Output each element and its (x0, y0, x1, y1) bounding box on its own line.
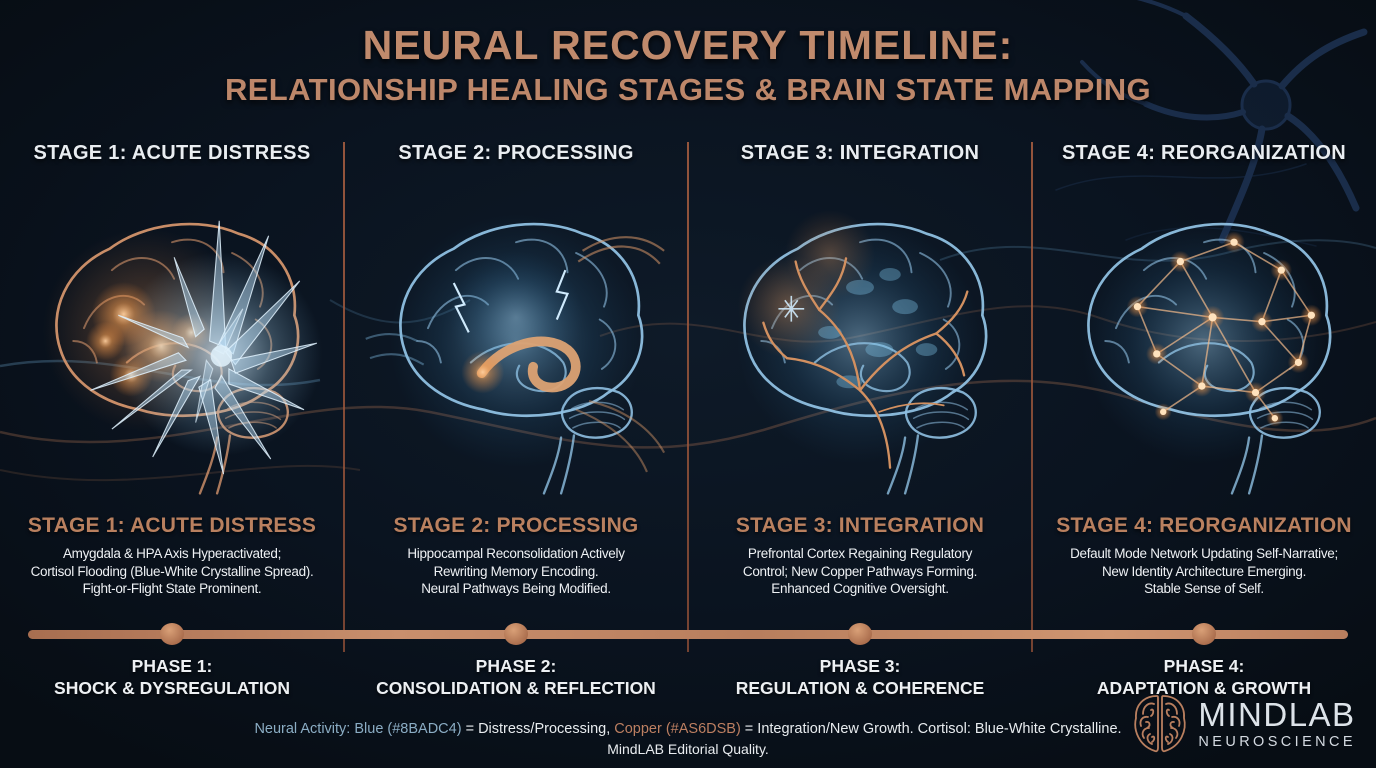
stage-4-desc-line-3: Stable Sense of Self. (1144, 581, 1264, 597)
brain-illustrations-row (0, 174, 1376, 508)
column-divider-1 (343, 142, 345, 652)
timeline-dot-phase-4 (1192, 623, 1216, 645)
stage-3-title: STAGE 3: INTEGRATION (735, 514, 985, 537)
stage-3-desc-line-2: Control; New Copper Pathways Forming. (742, 563, 978, 579)
phase-1-label: PHASE 1: SHOCK & DYSREGULATION (0, 655, 344, 700)
legend-footer: Neural Activity: Blue (#8BADC4) = Distre… (0, 721, 1376, 757)
stage-4-header: STAGE 4: REORGANIZATION (1062, 142, 1346, 164)
phase-4-line-2: ADAPTATION & GROWTH (1096, 678, 1312, 699)
timeline-dot-phase-3 (848, 623, 872, 645)
stage-4-desc-line-1: Default Mode Network Updating Self-Narra… (1070, 546, 1338, 561)
stage-2-desc-line-3: Neural Pathways Being Modified. (421, 581, 611, 597)
logo-brand-name: MINDLAB (1198, 696, 1356, 733)
stage-2-header: STAGE 2: PROCESSING (398, 142, 634, 164)
title-line-2: RELATIONSHIP HEALING STAGES & BRAIN STAT… (224, 72, 1152, 107)
legend-mid-2: = Integration/New Growth. Cortisol: Blue… (740, 721, 1122, 737)
phase-2-label: PHASE 2: CONSOLIDATION & REFLECTION (344, 655, 688, 700)
brain-icon (1131, 692, 1189, 756)
stage-4-title: STAGE 4: REORGANIZATION (1056, 514, 1352, 537)
brain-illustration-stage-4 (1032, 174, 1376, 508)
brain-illustration-stage-1 (0, 174, 344, 508)
phase-3-line-1: PHASE 3: (819, 656, 901, 676)
brain-illustration-stage-2 (344, 174, 688, 508)
poster-title: NEURAL RECOVERY TIMELINE: RELATIONSHIP H… (0, 22, 1376, 108)
legend-copper-segment: Copper (#AS6DSB) (614, 721, 741, 737)
stage-1-description-block: STAGE 1: ACUTE DISTRESS Amygdala & HPA A… (0, 514, 344, 598)
column-divider-2 (687, 142, 689, 652)
stage-3-desc-line-1: Prefrontal Cortex Regaining Regulatory (747, 546, 973, 561)
timeline-bar (28, 630, 1348, 639)
stage-3-description-block: STAGE 3: INTEGRATION Prefrontal Cortex R… (688, 514, 1032, 598)
phase-2-line-2: CONSOLIDATION & REFLECTION (376, 678, 656, 699)
stage-2-description-block: STAGE 2: PROCESSING Hippocampal Reconsol… (344, 514, 688, 598)
legend-line-1: Neural Activity: Blue (#8BADC4) = Distre… (0, 721, 1376, 737)
phase-1-line-2: SHOCK & DYSREGULATION (54, 678, 290, 699)
stage-1-title: STAGE 1: ACUTE DISTRESS (27, 514, 317, 537)
phase-1-line-1: PHASE 1: (131, 656, 213, 676)
mindlab-logo: MINDLAB NEUROSCIENCE (1131, 692, 1356, 756)
stage-1-header: STAGE 1: ACUTE DISTRESS (33, 142, 311, 164)
stage-4-desc-line-2: New Identity Architecture Emerging. (1101, 563, 1307, 579)
stage-headers-row: STAGE 1: ACUTE DISTRESS STAGE 2: PROCESS… (0, 142, 1376, 165)
stage-1-desc-line-1: Amygdala & HPA Axis Hyperactivated; (62, 546, 282, 561)
phase-4-label: PHASE 4: ADAPTATION & GROWTH (1032, 655, 1376, 700)
stage-1-desc-line-3: Fight-or-Flight State Prominent. (82, 581, 262, 597)
stage-2-desc-line-2: Rewriting Memory Encoding. (433, 563, 599, 579)
phase-2-line-1: PHASE 2: (475, 656, 557, 676)
timeline-dot-phase-1 (160, 623, 184, 645)
title-line-1: NEURAL RECOVERY TIMELINE: (362, 22, 1014, 68)
legend-blue-segment: Neural Activity: Blue (#8BADC4) (254, 721, 462, 737)
stage-3-desc-line-3: Enhanced Cognitive Oversight. (771, 581, 949, 597)
legend-line-2: MindLAB Editorial Quality. (607, 741, 769, 757)
stage-descriptions-row: STAGE 1: ACUTE DISTRESS Amygdala & HPA A… (0, 514, 1376, 598)
logo-subtitle: NEUROSCIENCE (1198, 734, 1356, 750)
stage-2-desc-line-1: Hippocampal Reconsolidation Actively (407, 546, 625, 561)
brain-illustration-stage-3 (688, 174, 1032, 508)
phase-labels-row: PHASE 1: SHOCK & DYSREGULATION PHASE 2: … (0, 655, 1376, 700)
stage-3-header: STAGE 3: INTEGRATION (740, 142, 980, 164)
phase-3-line-2: REGULATION & COHERENCE (735, 678, 985, 699)
phase-3-label: PHASE 3: REGULATION & COHERENCE (688, 655, 1032, 700)
stage-4-description-block: STAGE 4: REORGANIZATION Default Mode Net… (1032, 514, 1376, 598)
legend-mid-1: = Distress/Processing, (461, 721, 615, 737)
column-divider-3 (1031, 142, 1033, 652)
timeline-dot-phase-2 (504, 623, 528, 645)
stage-1-desc-line-2: Cortisol Flooding (Blue-White Crystallin… (30, 563, 314, 579)
phase-4-line-1: PHASE 4: (1163, 656, 1245, 676)
logo-text: MINDLAB NEUROSCIENCE (1198, 698, 1356, 750)
stage-2-title: STAGE 2: PROCESSING (393, 514, 639, 537)
